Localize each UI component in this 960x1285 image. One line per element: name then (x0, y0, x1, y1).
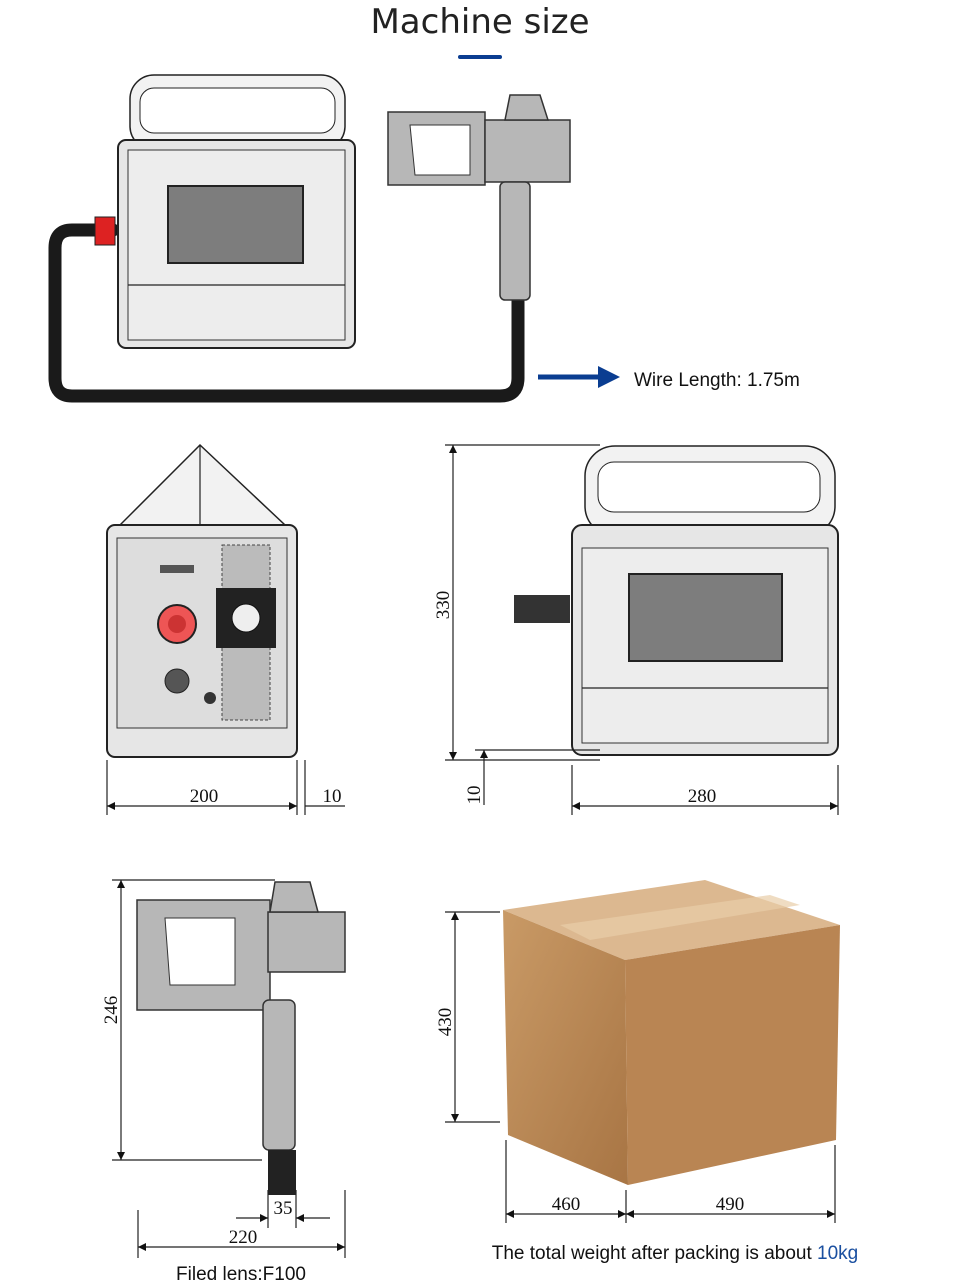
cable (48, 223, 525, 403)
handheld-gun-side-view (136, 881, 346, 1195)
gun-height-dim: 246 (101, 996, 122, 1025)
package-weight-text: The total weight after packing is about … (492, 1243, 859, 1264)
arrow-right-icon (598, 366, 620, 388)
machine-side-view (106, 443, 298, 758)
package-height-dim: 430 (435, 1008, 456, 1037)
weight-label: The total weight after packing is about (492, 1243, 817, 1264)
gun-width-dim: 220 (229, 1227, 258, 1248)
handheld-gun-top (387, 94, 571, 301)
front-width-dim: 280 (688, 786, 717, 807)
emergency-stop-icon (94, 216, 116, 246)
gun-grip-dim: 35 (274, 1198, 293, 1219)
weight-value: 10kg (817, 1243, 858, 1264)
display-screen (167, 185, 304, 264)
machine-front-with-cable (48, 74, 525, 403)
side-offset-dim: 10 (323, 786, 342, 807)
side-width-dim: 200 (190, 786, 219, 807)
front-foot-dim: 10 (464, 786, 485, 805)
cardboard-box (503, 880, 840, 1185)
front-height-dim: 330 (433, 591, 454, 620)
page-title: Machine size (370, 2, 589, 42)
package-width-dim: 490 (716, 1194, 745, 1215)
wire-length-label: Wire Length: 1.75m (634, 370, 800, 391)
display-screen-front (628, 573, 783, 662)
lens-caption: Filed lens:F100 (176, 1264, 306, 1285)
title-underline (458, 55, 502, 59)
package-depth-dim: 460 (552, 1194, 581, 1215)
machine-front-view (514, 445, 839, 756)
